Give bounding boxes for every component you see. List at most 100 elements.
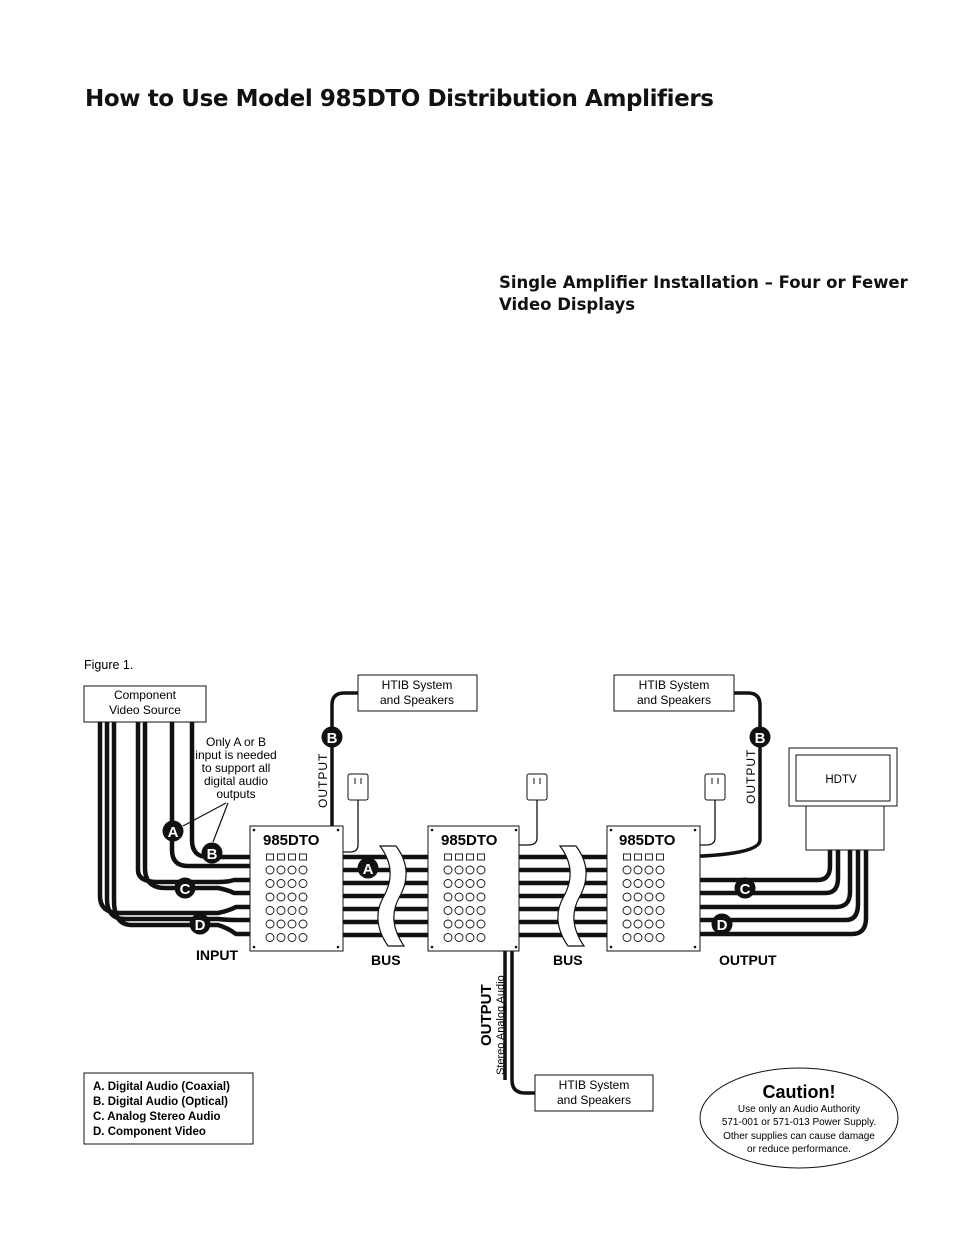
rca-jack: [276, 892, 286, 902]
rca-jack: [443, 933, 453, 942]
rca-jack: [622, 906, 632, 915]
optical-jack: [623, 853, 631, 861]
rca-jack: [633, 865, 643, 875]
rca-jack: [298, 892, 308, 902]
rca-jack: [265, 919, 275, 929]
rca-jack: [465, 892, 475, 902]
amp-jacks: [252, 828, 697, 949]
section-title: Single Amplifier Installation – Four or …: [499, 273, 908, 314]
rca-jack: [454, 919, 464, 929]
mounting-screw: [514, 945, 518, 949]
optical-jack: [656, 853, 664, 861]
bus-breaks: [377, 845, 587, 947]
rca-jack: [633, 879, 643, 888]
rca-jack: [655, 919, 665, 929]
mounting-screw: [430, 945, 434, 949]
output-vertical-right: OUTPUT: [744, 749, 758, 804]
rca-jack: [622, 879, 632, 888]
marker-b-input-text: B: [207, 846, 218, 863]
optical-jack: [634, 853, 642, 861]
rca-jack: [276, 919, 286, 929]
amplifier-1: 985DTO: [249, 825, 344, 952]
rca-jack: [655, 892, 665, 902]
marker-b-right-output: B: [749, 726, 771, 748]
rca-jack: [622, 919, 632, 929]
rca-jack: [476, 919, 486, 929]
rca-jack: [644, 919, 654, 929]
rca-jack: [265, 933, 275, 942]
component-video-source: Component Video Source: [83, 685, 207, 723]
caution-note: Caution! Use only an Audio Authority 571…: [699, 1067, 899, 1169]
rca-jack: [476, 865, 486, 875]
rca-jack: [298, 906, 308, 915]
rca-jack: [443, 906, 453, 915]
caution-line-1: Use only an Audio Authority: [738, 1104, 860, 1115]
marker-b-left-output: B: [321, 726, 343, 748]
rca-jack: [298, 933, 308, 942]
marker-c-input-text: C: [180, 881, 191, 898]
htib-left-line2: and Speakers: [380, 693, 454, 707]
caution-line-3: Other supplies can cause damage: [723, 1131, 875, 1142]
htib-box-bottom: HTIB System and Speakers: [534, 1074, 654, 1112]
rca-jack: [265, 879, 275, 888]
htib-right-line1: HTIB System: [639, 678, 710, 692]
htib-box-left: HTIB System and Speakers: [357, 674, 478, 712]
marker-a-input: A: [162, 820, 184, 842]
rca-jack: [443, 892, 453, 902]
power-supply-1: [347, 773, 369, 801]
optical-jack: [645, 853, 653, 861]
rca-jack: [454, 892, 464, 902]
note-line-4: digital audio: [204, 774, 268, 788]
label-output: OUTPUT: [719, 952, 777, 968]
mounting-screw: [252, 828, 256, 832]
cable-input-a: [169, 722, 250, 869]
label-bus-right: BUS: [553, 952, 583, 968]
mounting-screw: [430, 828, 434, 832]
power-supply-3: [704, 773, 726, 801]
optical-jack: [444, 853, 452, 861]
rca-jack: [298, 865, 308, 875]
rca-jack: [298, 879, 308, 888]
marker-c-output: C: [734, 877, 756, 899]
cable-input-d1: [97, 722, 250, 916]
rca-jack: [476, 933, 486, 942]
rca-jack: [465, 933, 475, 942]
rca-jack: [287, 919, 297, 929]
rca-jack: [265, 892, 275, 902]
legend-item-d: D. Component Video: [93, 1126, 206, 1138]
legend-item-b: B. Digital Audio (Optical): [93, 1096, 228, 1108]
optical-jack: [477, 853, 485, 861]
input-note: Only A or B input is needed to support a…: [182, 735, 277, 843]
marker-d-output-text: D: [717, 917, 728, 934]
rca-jack: [443, 879, 453, 888]
label-bus-left: BUS: [371, 952, 401, 968]
center-output-label: OUTPUT: [478, 984, 495, 1046]
mounting-screw: [693, 828, 697, 832]
cable-output-d3: [700, 850, 869, 937]
rca-jack: [276, 906, 286, 915]
rca-jack: [465, 919, 475, 929]
rca-jack: [644, 933, 654, 942]
legend-item-c: C. Analog Stereo Audio: [93, 1111, 221, 1123]
optical-jack: [466, 853, 474, 861]
rca-jack: [644, 865, 654, 875]
rca-jack: [644, 879, 654, 888]
caution-title: Caution!: [763, 1082, 836, 1102]
rca-jack: [655, 933, 665, 942]
mounting-screw: [609, 828, 613, 832]
optical-jack: [455, 853, 463, 861]
caution-line-4: or reduce performance.: [747, 1144, 851, 1155]
htib-right-line2: and Speakers: [637, 693, 711, 707]
marker-a-input-text: A: [168, 824, 179, 841]
amp-3-model: 985DTO: [619, 832, 676, 849]
note-arrow-b: [212, 802, 229, 843]
label-input: INPUT: [196, 947, 238, 963]
mounting-screw: [336, 828, 340, 832]
rca-jack: [454, 933, 464, 942]
cable-output-d2: [700, 850, 861, 923]
note-line-5: outputs: [216, 787, 255, 801]
marker-b-input: B: [201, 842, 223, 864]
power-cords: [343, 800, 716, 853]
cable-input-d2: [104, 722, 250, 923]
